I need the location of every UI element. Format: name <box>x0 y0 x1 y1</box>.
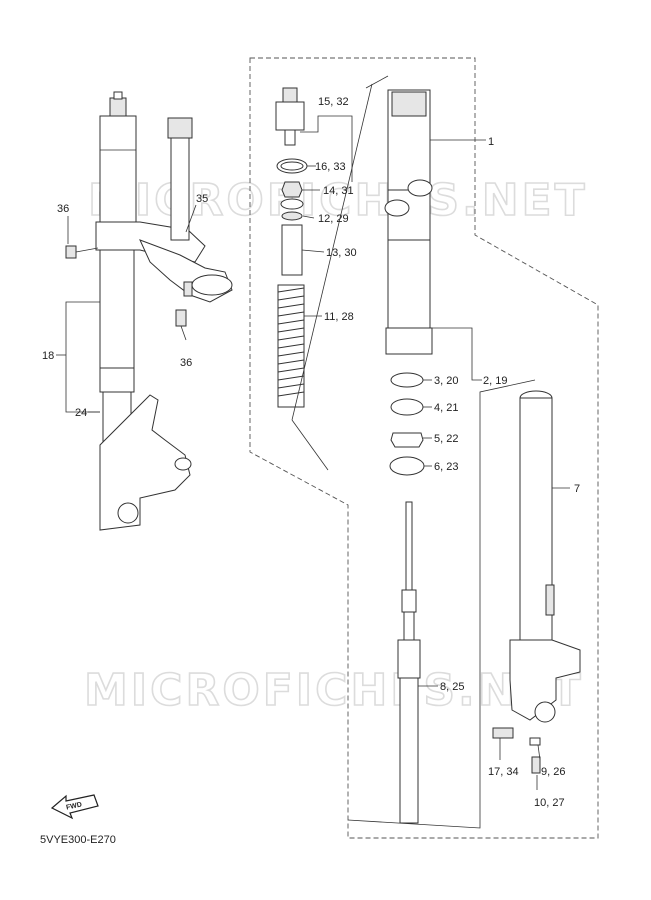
callout-6-23: 6, 23 <box>434 461 458 473</box>
fwd-label: FWD <box>66 801 83 811</box>
oil-seal <box>389 456 425 476</box>
leader-2 <box>432 327 482 381</box>
callout-8-25: 8, 25 <box>440 681 464 693</box>
assembled-fork <box>65 91 233 531</box>
watermark-top: MICROFICHES.NET <box>88 175 588 226</box>
callout-10-27: 10, 27 <box>534 797 565 809</box>
callout-7: 7 <box>574 483 580 495</box>
assembly-boundary <box>249 57 599 839</box>
callout-9-26: 9, 26 <box>541 766 565 778</box>
leader-15 <box>300 115 353 182</box>
tube-bottom-bushing <box>385 327 433 355</box>
callout-14-31: 14, 31 <box>323 185 354 197</box>
inner-fork-tube <box>492 390 581 774</box>
outer-tube-exploded <box>384 89 433 355</box>
handlebar-clamp <box>191 274 233 296</box>
nut <box>281 181 303 198</box>
watermark-bottom: MICROFICHES.NET <box>84 665 584 716</box>
callout-4-21: 4, 21 <box>434 402 458 414</box>
fwd-arrow-icon: FWD <box>50 794 99 820</box>
slide-bushing <box>390 372 424 388</box>
callout-12-29: 12, 29 <box>318 213 349 225</box>
callout-5-22: 5, 22 <box>434 433 458 445</box>
callout-35: 35 <box>196 193 208 205</box>
tube-guide <box>347 379 536 829</box>
callout-1: 1 <box>488 136 494 148</box>
callout-24: 24 <box>75 407 87 419</box>
callout-2-19: 2, 19 <box>483 375 507 387</box>
diagram-code: 5VYE300-E270 <box>40 834 116 846</box>
fork-cap <box>109 97 127 117</box>
fork-tube-upper-section <box>99 249 135 371</box>
callout-13-30: 13, 30 <box>326 247 357 259</box>
damper-rod <box>397 501 421 824</box>
washer <box>280 198 304 210</box>
clip <box>390 432 424 448</box>
callout-15-32: 15, 32 <box>318 96 349 108</box>
callout-36-bottom: 36 <box>180 357 192 369</box>
lower-fork-bracket <box>509 639 581 721</box>
leader-18 <box>65 301 100 413</box>
cap-bolt <box>275 101 305 131</box>
callout-11-28: 11, 28 <box>324 311 354 323</box>
callout-17-34: 17, 34 <box>488 766 519 778</box>
washer-ring <box>390 398 424 416</box>
spacer <box>281 224 303 276</box>
fork-seal-area <box>99 367 135 393</box>
callout-3-20: 3, 20 <box>434 375 458 387</box>
callout-18: 18 <box>42 350 54 362</box>
callout-16-33: 16, 33 <box>315 161 346 173</box>
damper-internals <box>275 87 308 408</box>
callout-36-left: 36 <box>57 203 69 215</box>
